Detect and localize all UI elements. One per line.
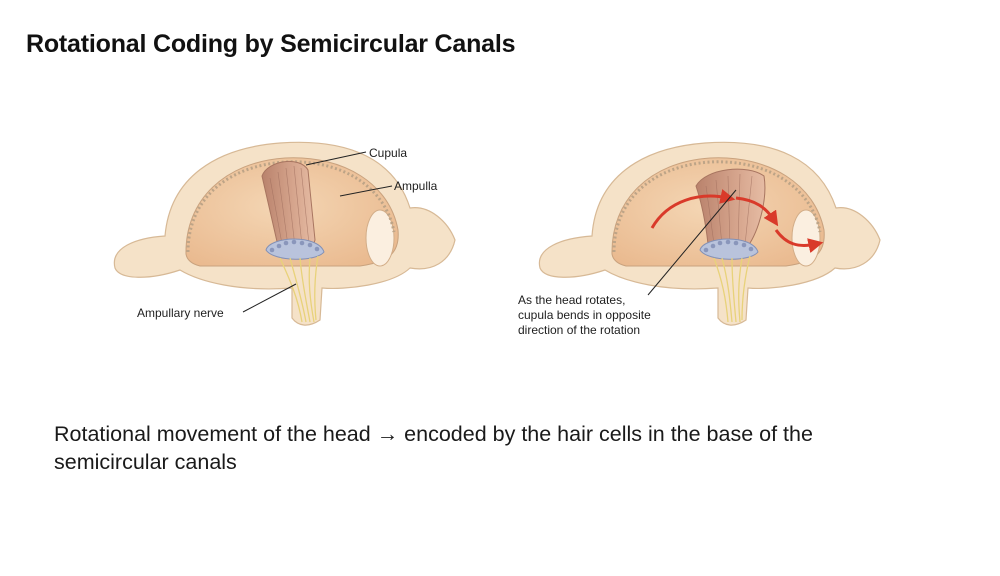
cupula-bend-leader-line	[647, 189, 737, 296]
rotation-arrow-upper	[650, 189, 736, 229]
rotation-arrow-middle	[735, 196, 779, 227]
cupula-bend-annotation-line1: As the head rotates,	[518, 293, 625, 307]
right-epithelium	[612, 160, 822, 253]
caption-line-2: semicircular canals	[54, 450, 237, 474]
left-hair-cell-dots	[269, 239, 320, 253]
cupula-bend-annotation-line3: direction of the rotation	[518, 323, 640, 337]
ampullary-nerve-leader-line	[242, 283, 297, 313]
rotation-arrow-lower	[774, 229, 824, 253]
ampulla-leader-line	[339, 185, 393, 197]
cupula-leader-line	[305, 151, 367, 166]
right-nerve-fibers	[713, 255, 751, 323]
left-ampulla-illustration	[113, 141, 456, 326]
slide-caption: Rotational movement of the head → encode…	[54, 420, 984, 476]
right-hair-cell-dots	[703, 239, 754, 253]
cupula-label: Cupula	[369, 146, 407, 160]
slide-title: Rotational Coding by Semicircular Canals	[26, 30, 516, 58]
left-ampullary-nerve-fibers	[279, 255, 319, 323]
cupula-bend-annotation-line2: cupula bends in opposite	[518, 308, 651, 322]
ampulla-label: Ampulla	[394, 179, 438, 193]
left-epithelium	[186, 160, 396, 253]
left-cupula-fibers	[269, 165, 310, 248]
ampullary-nerve-label: Ampullary nerve	[137, 306, 224, 320]
right-cupula-fibers	[705, 173, 753, 248]
canal-opening	[365, 209, 395, 267]
caption-line-1: Rotational movement of the head → encode…	[54, 422, 813, 446]
